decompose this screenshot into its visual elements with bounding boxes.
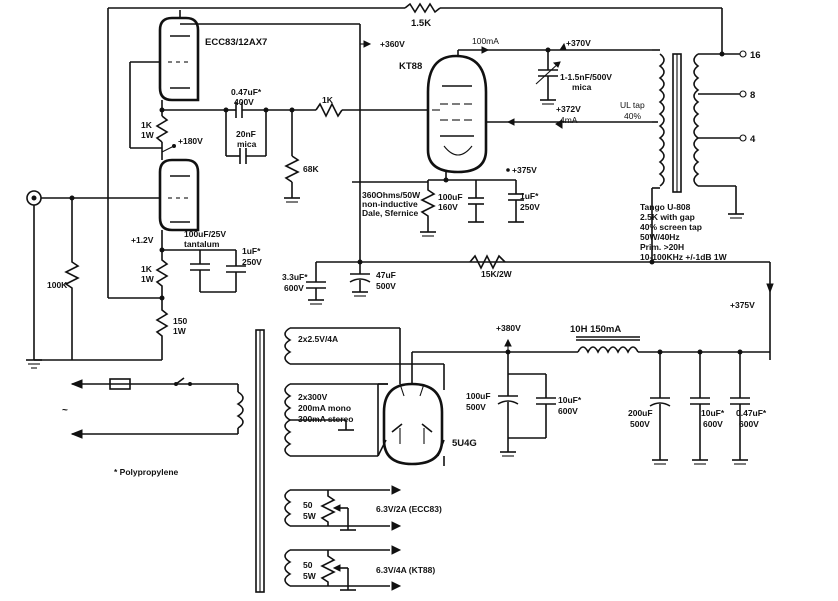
hum-pot-2-value: 50: [303, 560, 313, 570]
feedback-network: [107, 2, 723, 301]
c100-cathode-voltage: 160V: [438, 202, 458, 212]
ot-spec-5: 10-100KHz +/-1dB 1W: [640, 252, 728, 262]
snubber-cap-type: mica: [572, 82, 592, 92]
r68k-label: 68K: [303, 164, 319, 174]
ot-spec-2: 40% screen tap: [640, 222, 702, 232]
c33-voltage: 600V: [284, 283, 304, 293]
v360-label: +360V: [380, 39, 405, 49]
pt-winding-hv-stereo: 300mA stereo: [298, 414, 353, 424]
ecc83-lower-triode: [158, 158, 200, 232]
v12-label: +1.2V: [131, 235, 154, 245]
r360-rating: 360Ohms/50W: [362, 190, 421, 200]
c100-psu-voltage: 500V: [466, 402, 486, 412]
c47-value: 47uF: [376, 270, 396, 280]
c33-value: 3.3uF*: [282, 272, 308, 282]
ot-name: Tango U-808: [640, 202, 691, 212]
kt88-label: KT88: [399, 61, 422, 72]
c1uf-a-voltage: 250V: [242, 257, 262, 267]
screen-current-label: 4mA: [560, 115, 578, 125]
r150-watts: 1W: [173, 326, 187, 336]
plate-current-label: 100mA: [472, 36, 499, 46]
heater-kt88-label: 6.3V/4A (KT88): [376, 565, 435, 575]
v380-label: +380V: [496, 323, 521, 333]
c1uf-cathode-value: 1uF*: [520, 191, 539, 201]
hum-pot-1-watts: 5W: [303, 511, 317, 521]
c047-voltage: 600V: [739, 419, 759, 429]
pt-winding-hv-mono: 200mA mono: [298, 403, 351, 413]
ul-tap-label: UL tap: [620, 100, 645, 110]
c200-voltage: 500V: [630, 419, 650, 429]
hum-pot-1-value: 50: [303, 500, 313, 510]
v375-cathode-label: +375V: [512, 165, 537, 175]
feedback-resistor-label: 1.5K: [411, 18, 431, 29]
output-transformer: [651, 49, 747, 260]
ot-spec-3: 50W/40Hz: [640, 232, 680, 242]
kt88-tube: [426, 54, 488, 174]
v375-supply-label: +375V: [730, 300, 755, 310]
r1k-a-watts: 1W: [141, 130, 155, 140]
c100-cathode-value: 100uF: [438, 192, 463, 202]
ot-spec-4: Prim. >20H: [640, 242, 684, 252]
v370-label: +370V: [566, 38, 591, 48]
c10-b-voltage: 600V: [703, 419, 723, 429]
mica-cap-type: mica: [237, 139, 257, 149]
rectifier-5u4g: [382, 328, 445, 466]
c10-a-value: 10uF*: [558, 395, 582, 405]
r360-brand: Dale, Sfernice: [362, 208, 418, 218]
heater-ecc83-label: 6.3V/2A (ECC83): [376, 504, 442, 514]
coupling-cap-voltage: 400V: [234, 97, 254, 107]
r360-type: non-inductive: [362, 199, 418, 209]
c-cathode-value: 100uF/25V: [184, 229, 226, 239]
c1uf-cathode-voltage: 250V: [520, 202, 540, 212]
pt-winding-hv: 2x300V: [298, 392, 328, 402]
c047-value: 0.47uF*: [736, 408, 767, 418]
c-cathode-type: tantalum: [184, 239, 220, 249]
mains-symbol: ~: [62, 405, 68, 416]
c10-b-value: 10uF*: [701, 408, 725, 418]
r15k-label: 15K/2W: [481, 269, 513, 279]
v372-label: +372V: [556, 104, 581, 114]
c200-value: 200uF: [628, 408, 653, 418]
r100k-label: 100K: [47, 280, 68, 290]
hum-pot-2-watts: 5W: [303, 571, 317, 581]
tap-16-label: 16: [750, 50, 761, 61]
r1k-a-value: 1K: [141, 120, 153, 130]
c100-psu-value: 100uF: [466, 391, 491, 401]
ecc83-upper-triode: [158, 16, 200, 102]
ecc83-label: ECC83/12AX7: [205, 37, 267, 48]
mica-cap-value: 20nF: [236, 129, 256, 139]
c47-voltage: 500V: [376, 281, 396, 291]
tap-8-label: 8: [750, 90, 755, 101]
r150-value: 150: [173, 316, 187, 326]
r1k-b-value: 1K: [141, 264, 153, 274]
rectifier-label: 5U4G: [452, 438, 477, 449]
v180-label: +180V: [178, 136, 203, 146]
c10-a-voltage: 600V: [558, 406, 578, 416]
snubber-cap-value: 1-1.5nF/500V: [560, 72, 612, 82]
coupling-cap-value: 0.47uF*: [231, 87, 262, 97]
polypropylene-note: * Polypropylene: [114, 467, 179, 477]
r1k-b-watts: 1W: [141, 274, 155, 284]
input-jack: [26, 190, 160, 360]
tap-4-label: 4: [750, 134, 756, 145]
ul-percent-label: 40%: [624, 111, 641, 121]
choke-label: 10H 150mA: [570, 324, 621, 335]
pt-winding-filament: 2x2.5V/4A: [298, 334, 338, 344]
grid-stopper-label: 1K: [322, 95, 334, 105]
power-transformer: [255, 327, 444, 593]
coupling-capacitor-network: [223, 102, 292, 164]
ot-spec-1: 2.5K with gap: [640, 212, 695, 222]
c1uf-a-value: 1uF*: [242, 246, 261, 256]
